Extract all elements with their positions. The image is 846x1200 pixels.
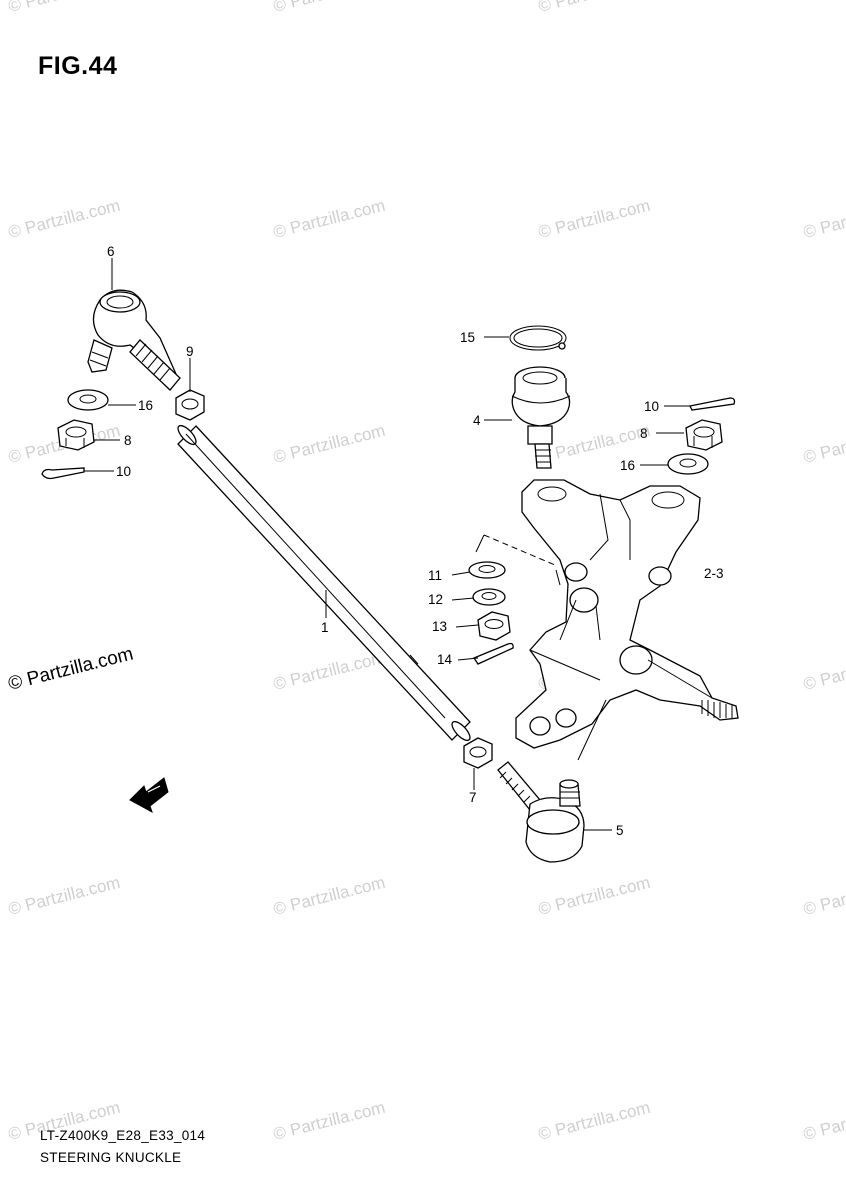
figure-title: FIG.44 bbox=[38, 52, 118, 80]
watermark: © Partzilla.com bbox=[536, 0, 652, 16]
tie-rod-part-1 bbox=[177, 424, 471, 742]
washer-part-16-right bbox=[667, 453, 709, 475]
watermark: © Partzilla.com bbox=[271, 421, 387, 467]
callout-14: 14 bbox=[437, 652, 453, 667]
callout-10-right: 10 bbox=[644, 399, 659, 414]
callout-16-left: 16 bbox=[138, 398, 153, 413]
callout-7: 7 bbox=[469, 790, 477, 805]
callout-15: 15 bbox=[460, 330, 475, 345]
watermark: © Partzilla.com bbox=[271, 648, 387, 694]
callout-8-right: 8 bbox=[640, 426, 648, 441]
watermark: © Partzilla.com bbox=[536, 1098, 652, 1144]
watermark: © Partzilla.com bbox=[801, 648, 846, 694]
watermark: © Partzilla.com bbox=[271, 873, 387, 919]
cotter-pin-part-14 bbox=[473, 642, 514, 665]
washer-part-12 bbox=[472, 588, 506, 606]
watermark: © Partzilla.com bbox=[6, 873, 122, 919]
castle-nut-part-8-left bbox=[57, 419, 95, 451]
lock-nut-part-9 bbox=[175, 389, 205, 421]
washer-part-16-left bbox=[67, 389, 109, 411]
ball-joint-part-4 bbox=[511, 366, 571, 469]
watermark-prominent: © Partzilla.com bbox=[6, 644, 135, 695]
castle-nut-part-13 bbox=[477, 611, 511, 641]
castle-nut-part-8-right bbox=[685, 419, 723, 451]
watermark: © Partzilla.com bbox=[271, 1098, 387, 1144]
front-direction-arrow-icon bbox=[129, 777, 169, 814]
watermark: © Partzilla.com bbox=[536, 196, 652, 242]
callout-6: 6 bbox=[107, 244, 115, 259]
leader-lines bbox=[84, 258, 690, 831]
model-code: LT-Z400K9_E28_E33_014 bbox=[40, 1128, 206, 1143]
callout-1: 1 bbox=[321, 620, 329, 635]
callout-labels: 6 9 16 8 10 1 15 4 10 8 16 2-3 11 12 13 … bbox=[107, 244, 724, 838]
callout-13: 13 bbox=[432, 619, 447, 634]
cotter-pin-part-10-left bbox=[41, 467, 85, 480]
cotter-pin-part-10-right bbox=[689, 397, 736, 411]
tie-rod-end-part-6 bbox=[87, 289, 181, 391]
steering-knuckle-part-2-3 bbox=[515, 479, 739, 749]
callout-16-right: 16 bbox=[620, 458, 635, 473]
watermark: © Partzilla.com bbox=[271, 0, 387, 16]
watermark: © Partzilla.com bbox=[801, 1098, 846, 1144]
callout-4: 4 bbox=[473, 413, 481, 428]
callout-12: 12 bbox=[428, 592, 443, 607]
watermark: © Partzilla.com bbox=[801, 196, 846, 242]
callout-9: 9 bbox=[186, 344, 194, 359]
diagram-caption: STEERING KNUCKLE bbox=[40, 1150, 182, 1165]
callout-5: 5 bbox=[616, 823, 624, 838]
watermark: © Partzilla.com bbox=[271, 196, 387, 242]
circlip-part-15 bbox=[509, 325, 567, 351]
watermark: © Partzilla.com bbox=[801, 873, 846, 919]
callout-10-left: 10 bbox=[116, 464, 131, 479]
washer-part-11 bbox=[468, 561, 506, 579]
watermark: © Partzilla.com bbox=[536, 873, 652, 919]
callout-8-left: 8 bbox=[124, 433, 132, 448]
watermark: © Partzilla.com bbox=[6, 196, 122, 242]
watermark: © Partzilla.com bbox=[801, 421, 846, 467]
callout-2-3: 2-3 bbox=[704, 566, 724, 581]
callout-11: 11 bbox=[428, 568, 442, 583]
tie-rod-end-part-5 bbox=[497, 761, 585, 863]
watermark: © Partzilla.com bbox=[6, 0, 122, 16]
lock-nut-part-7 bbox=[463, 737, 493, 769]
